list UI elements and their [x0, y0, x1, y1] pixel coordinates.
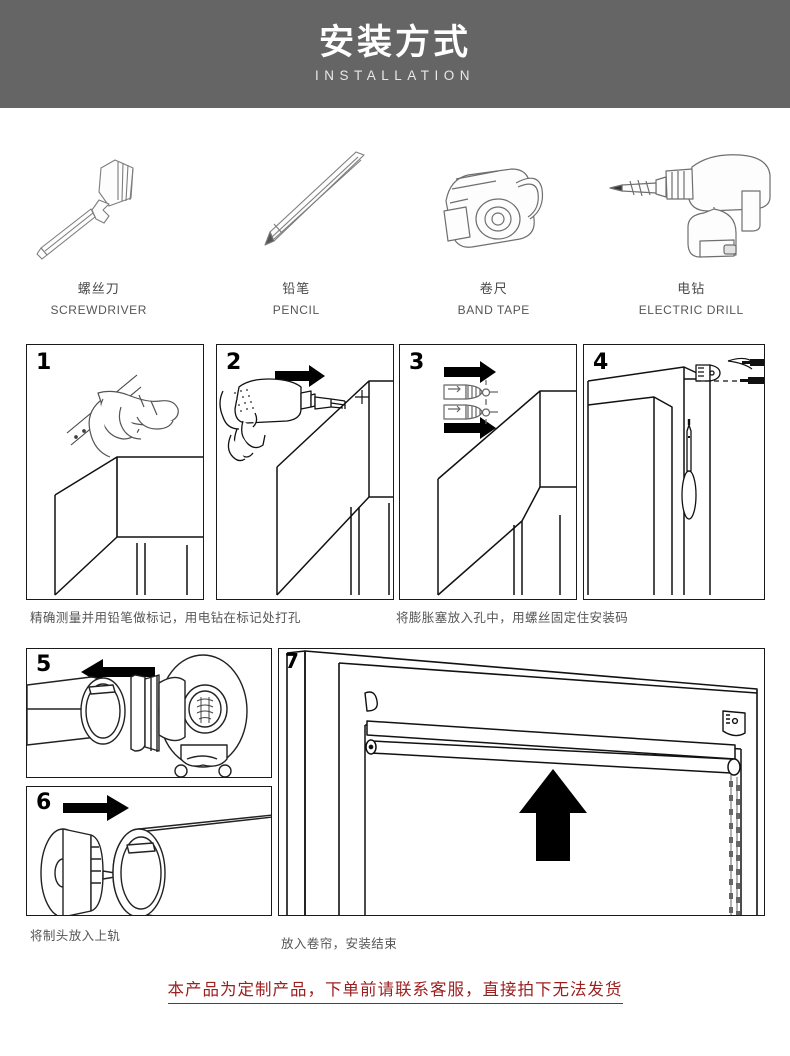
tool-label-en: ELECTRIC DRILL — [638, 303, 744, 317]
pencil-icon — [216, 145, 376, 273]
step-panel-7: 7 — [278, 648, 765, 916]
step-panel-3: 3 — [399, 344, 577, 600]
tool-label-cn: 电钻 — [677, 281, 706, 296]
tool-label-en: PENCIL — [272, 303, 320, 317]
tool-label-en: SCREWDRIVER — [50, 303, 148, 317]
page-header: 安装方式 INSTALLATION — [0, 0, 790, 108]
step-7-illustration — [286, 650, 758, 915]
tape-measure-icon — [414, 145, 574, 273]
tools-row: 螺丝刀 SCREWDRIVER 铅笔 PENCIL — [0, 116, 790, 316]
screwdriver-icon — [19, 145, 179, 273]
step-2-illustration — [219, 365, 393, 596]
step-panel-6: 6 — [26, 786, 272, 916]
step-panel-2: 2 — [216, 344, 394, 600]
page-subtitle: INSTALLATION — [314, 68, 476, 84]
caption-step-3-4: 将膨胀塞放入孔中，用螺丝固定住安装码 — [396, 611, 629, 625]
step-number: 4 — [593, 350, 609, 375]
step-number: 1 — [36, 350, 52, 375]
caption-step-5-6: 将制头放入上轨 — [30, 929, 121, 943]
tool-label-cn: 卷尺 — [479, 281, 508, 296]
footer-note: 本产品为定制产品，下单前请联系客服，直接拍下无法发货 — [0, 980, 790, 1004]
step-number: 6 — [36, 790, 52, 815]
step-panel-5: 5 — [26, 648, 272, 778]
tool-item-pencil: 铅笔 PENCIL — [198, 116, 396, 316]
step-panel-4: 4 — [583, 344, 765, 600]
step-1-illustration — [54, 374, 203, 596]
tool-item-electric-drill: 电钻 ELECTRIC DRILL — [593, 116, 790, 316]
step-number: 2 — [226, 350, 242, 375]
step-3-illustration — [437, 361, 576, 596]
step-4-illustration — [587, 357, 764, 595]
footer-note-text: 本产品为定制产品，下单前请联系客服，直接拍下无法发货 — [167, 980, 623, 1004]
tool-label-cn: 螺丝刀 — [77, 281, 120, 296]
tool-label-cn: 铅笔 — [282, 281, 311, 296]
tool-label-en: BAND TAPE — [457, 303, 530, 317]
caption-step-7: 放入卷帘，安装结束 — [281, 937, 398, 951]
step-6-illustration — [40, 795, 271, 915]
step-5-illustration — [27, 654, 248, 777]
page-title: 安装方式 — [318, 22, 471, 64]
step-number: 3 — [409, 350, 425, 375]
caption-step-1-2: 精确测量并用铅笔做标记，用电钻在标记处打孔 — [30, 611, 301, 625]
step-panel-1: 1 — [26, 344, 204, 600]
step-number: 7 — [285, 649, 299, 673]
electric-drill-icon — [596, 145, 786, 273]
up-arrow-icon — [519, 769, 587, 861]
tool-item-tape-measure: 卷尺 BAND TAPE — [395, 116, 593, 316]
step-number: 5 — [36, 652, 52, 677]
tool-item-screwdriver: 螺丝刀 SCREWDRIVER — [0, 116, 198, 316]
